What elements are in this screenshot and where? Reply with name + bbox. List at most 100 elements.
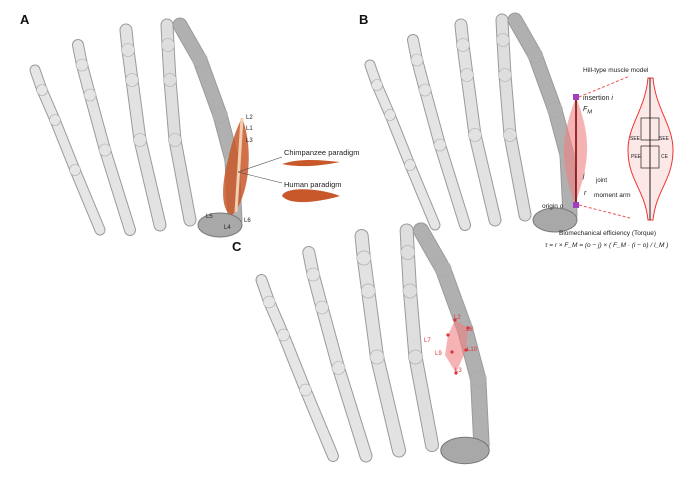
origin-label: origin o: [542, 203, 563, 210]
panel-c-hand-finger-5-bone: [278, 330, 311, 395]
panel-c-hand-thumb-bone: [457, 322, 486, 387]
panel-c-landmark-dot: [446, 333, 450, 337]
panel-c-hand-finger-4-joint: [315, 300, 329, 315]
pee-ce-element: [640, 145, 660, 169]
panel-b-hand-finger-2-bone: [504, 129, 531, 221]
ce-label: CE: [661, 154, 668, 160]
panel-c-hand-finger-5-joint: [299, 383, 312, 397]
panel-b-hand-finger-2-joint: [503, 128, 517, 142]
panel-a-hand-finger-4-joint: [75, 58, 89, 72]
panel-b-hand-finger-4-joint: [433, 138, 447, 152]
insertion-marker: [573, 94, 579, 100]
panel-c-hand-finger-2-joint: [400, 245, 416, 260]
landmark-c-l8: L8: [466, 327, 473, 333]
panel-c-hand-finger-3-joint: [369, 349, 385, 365]
origin-marker: [573, 202, 579, 208]
panel-c-hand-finger-4-bone: [333, 362, 372, 462]
landmark-c-l10: L10: [467, 347, 478, 353]
panel-a-hand-finger-5-bone: [70, 165, 105, 235]
hill-model-title: Hill-type muscle model: [583, 67, 649, 74]
panel-c-hand-finger-5-joint: [262, 295, 276, 309]
joint-label: joint: [596, 178, 608, 184]
panel-b-hand-finger-4-joint: [418, 83, 432, 97]
panel-a-hand-finger-5-joint: [69, 164, 81, 176]
human-paradigm-label: Human paradigm: [284, 180, 342, 189]
panel-b-hand-finger-5-joint: [384, 109, 396, 121]
panel-c-hand-finger-3-bone: [362, 284, 384, 364]
panel-b-hand-finger-2-joint: [498, 68, 512, 82]
moment-arm-label: moment arm: [594, 192, 631, 199]
landmark-l6: L6: [244, 218, 251, 224]
panel-a-hand-thumb-joint: [212, 107, 228, 123]
panel-b-hand-finger-2-bone: [499, 69, 516, 141]
force-label: FM: [583, 106, 592, 115]
landmark-c-l9: L9: [435, 351, 442, 357]
landmark-c-l7: L7: [424, 338, 431, 344]
panel-c-landmark-dot: [450, 350, 454, 354]
panel-label-b: B: [359, 12, 369, 27]
panel-b-hand-finger-4-bone: [420, 85, 445, 150]
see-left-label: SEE: [630, 136, 641, 142]
landmark-l1: L1: [246, 126, 253, 132]
panel-c-hand-finger-2-joint: [408, 349, 423, 365]
force-vector: F: [583, 106, 588, 113]
origin-text: origin: [542, 203, 558, 210]
panel-label-a: A: [20, 12, 30, 27]
panel-c-hand-finger-5-bone: [300, 385, 338, 461]
panel-b-hand-finger-5-joint: [371, 79, 383, 91]
panel-b-hand-finger-5-joint: [404, 159, 416, 171]
panel-c-muscle-region: [445, 320, 468, 373]
panel-a-hand-finger-4-joint: [98, 143, 112, 157]
panel-b-hand-finger-2-joint: [496, 33, 510, 47]
panel-c-hand-finger-3-joint: [356, 250, 372, 266]
insertion-vector: i: [611, 95, 613, 102]
panel-c-hand-thumb-bone: [435, 261, 473, 337]
panel-a-muscle: [223, 118, 249, 215]
panel-a-hand-finger-2-joint: [161, 38, 175, 52]
origin-vector: o: [559, 203, 564, 210]
panel-c-hand-finger-5-joint: [277, 328, 290, 342]
panel-a-hand-thumb-joint: [192, 52, 208, 68]
panel-c-hand-trapezium: [440, 436, 490, 465]
landmark-c-l2: L2: [454, 315, 461, 321]
panel-c-landmark-dot: [453, 318, 457, 322]
see-right-label: SEE: [659, 136, 670, 142]
panel-c-landmark-dot: [466, 326, 470, 330]
chimp-leader-line: [237, 156, 283, 173]
panel-b-hand-finger-3-joint: [456, 38, 470, 52]
zoom-line-bottom: [578, 204, 631, 219]
panel-b-hand-finger-5-bone: [385, 110, 415, 170]
panel-b-hand-finger-3-bone: [461, 69, 481, 141]
panel-b-hand-finger-4-joint: [410, 53, 424, 67]
chimpanzee-paradigm-label: Chimpanzee paradigm: [284, 148, 360, 157]
chimpanzee-muscle-icon: [282, 160, 340, 167]
force-subscript: M: [587, 109, 593, 116]
panel-a-hand-finger-2-bone: [169, 134, 196, 226]
joint-vector: j: [583, 173, 585, 180]
landmark-l4: L4: [224, 225, 231, 231]
panel-c-hand-finger-2-bone: [403, 284, 422, 364]
panel-a-hand-finger-3-joint: [121, 43, 135, 57]
panel-a-hand-finger-4-bone: [85, 90, 110, 155]
panel-label-c: C: [232, 239, 242, 254]
panel-c-hand-thumb-joint: [434, 260, 452, 278]
panel-a-tendon: [234, 117, 244, 213]
panel-a-hand-finger-5-bone: [50, 115, 80, 175]
human-muscle-icon: [282, 189, 340, 203]
panel-c-hand-finger-3-bone: [370, 350, 406, 457]
panel-a-hand-finger-3-bone: [126, 74, 146, 146]
landmark-c-l3: L3: [455, 368, 462, 374]
panel-c-landmark-dot: [464, 348, 468, 352]
panel-b-hand-finger-3-joint: [468, 128, 482, 142]
panel-a-hand-finger-4-joint: [83, 88, 97, 102]
panel-c-hand-thumb-bone: [471, 371, 489, 453]
panel-a-hand-finger-5-joint: [49, 114, 61, 126]
panel-a-hand-finger-2-joint: [168, 133, 182, 147]
insertion-label: insertion i: [583, 95, 613, 102]
panel-a-hand-finger-4-bone: [100, 145, 135, 235]
panel-b-hand-thumb-joint: [527, 47, 543, 63]
panel-c-hand-finger-4-joint: [331, 361, 346, 375]
panel-b-hand-finger-5-bone: [405, 160, 440, 230]
zoom-line-top: [578, 75, 631, 98]
